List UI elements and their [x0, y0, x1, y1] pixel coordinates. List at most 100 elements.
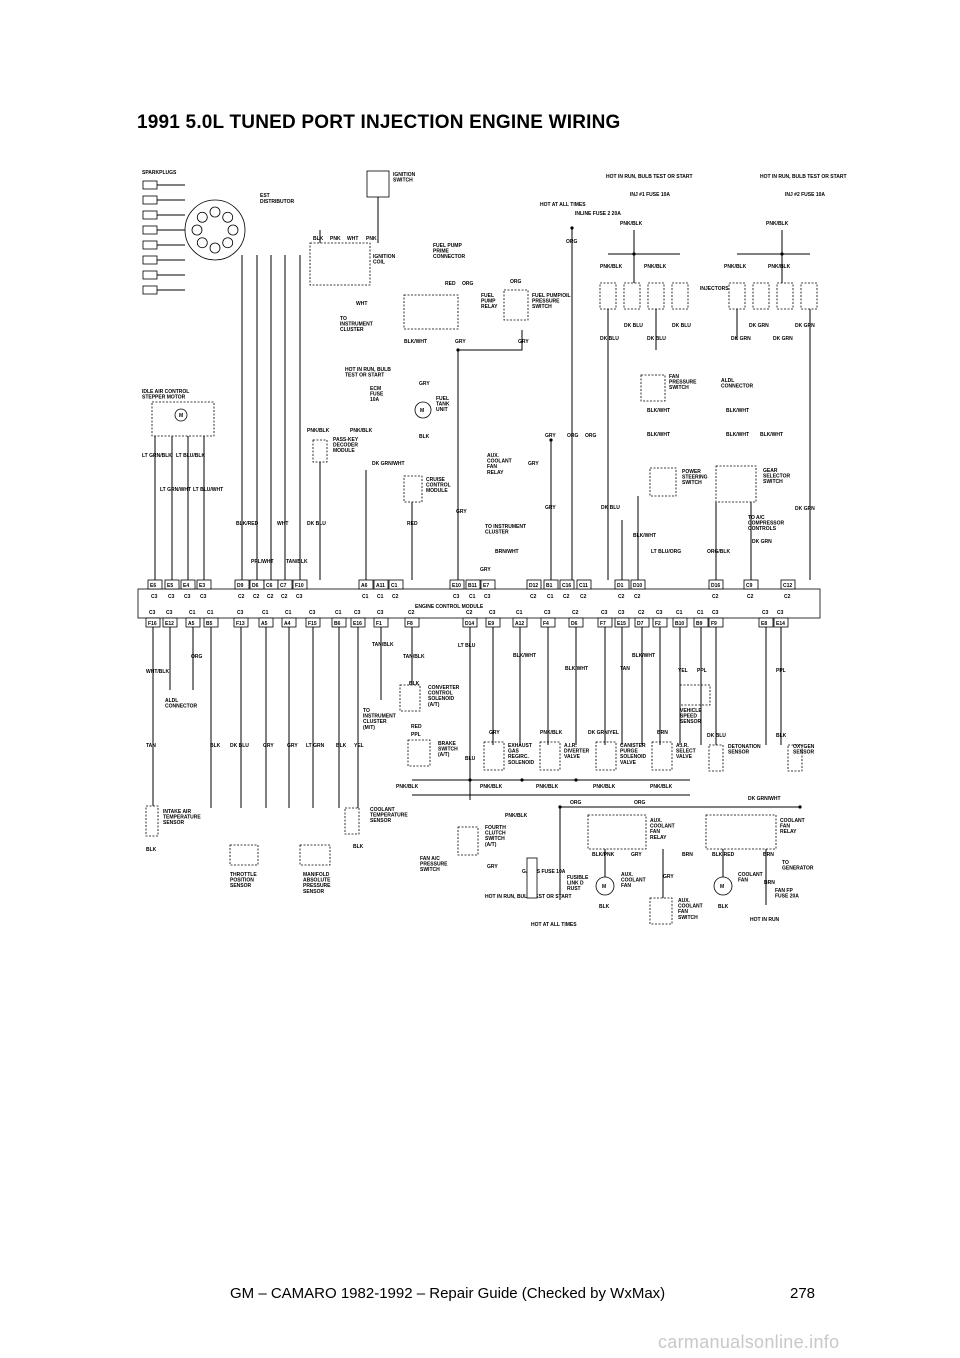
ecm-connector-type: C3: [762, 610, 769, 616]
wire-label: DK GRN/WHT: [372, 461, 405, 467]
hot-in-run-label-2: HOT IN RUN, BULB TEST OR START: [760, 174, 847, 180]
wire-label: DK GRN/WHT: [748, 796, 781, 802]
sparkplug: [142, 285, 158, 295]
ecm-connector-type: C3: [149, 610, 156, 616]
wire-label: DK GRN: [752, 539, 772, 545]
wire-label: ORG: [634, 800, 646, 806]
wire-label: PNK/BLK: [505, 813, 528, 819]
ecm-connector-type: C3: [489, 610, 496, 616]
ignition-switch: [366, 170, 390, 198]
ecm-connector-type: C2: [253, 594, 260, 600]
brake-switch: [407, 739, 431, 767]
ecm-connector-type: C3: [484, 594, 491, 600]
motor-symbol: M: [602, 884, 606, 890]
ecm-connector-type: C3: [544, 610, 551, 616]
splice-dot: [780, 252, 784, 256]
ecm-pin-label: F9: [711, 621, 717, 627]
wire-label: BLK: [718, 904, 729, 910]
ecm-pin-label: B1: [546, 583, 553, 589]
ecm-connector-type: C3: [777, 610, 784, 616]
ecm-pin-label: F16: [148, 621, 157, 627]
air-select-valve: [651, 741, 673, 771]
ecm-pin-label: E4: [183, 583, 189, 589]
hot-in-run-label-1: HOT IN RUN, BULB TEST OR START: [606, 174, 693, 180]
wire-label: BLK: [419, 434, 430, 440]
ecm-pin-label: B9: [696, 621, 703, 627]
splice-dot: [574, 778, 578, 782]
wire-label: YEL: [354, 743, 364, 749]
ecm-pin-label: F8: [407, 621, 413, 627]
ecm-connector-type: C1: [469, 594, 476, 600]
wire-label: BLK/WHT: [760, 432, 783, 438]
ecm-connector-type: C3: [237, 610, 244, 616]
ecm-pin-label: D14: [465, 621, 474, 627]
wire-label: TAN: [146, 743, 156, 749]
wire-label: GRY: [455, 339, 466, 345]
splice-dot: [570, 226, 574, 230]
ecm-connector-top: [465, 579, 481, 590]
wire-label: BLK: [313, 236, 324, 242]
injector: [776, 282, 794, 310]
wire-label: PNK/BLK: [766, 221, 789, 227]
ecm-connector-type: C2: [634, 594, 641, 600]
wire-label: BRN: [763, 852, 774, 858]
aux-coolant-fan-relay: [587, 814, 647, 850]
ecm-connector-type: C3: [453, 594, 460, 600]
ecm-pin-label: E12: [165, 621, 174, 627]
wire-label: PNK/BLK: [724, 264, 747, 270]
wire-label: LT BLU/WHT: [193, 487, 223, 493]
wire-label: PNK/BLK: [644, 264, 667, 270]
ecm-connector-type: C2: [392, 594, 399, 600]
wire-label: BLK: [336, 743, 347, 749]
wire-label: GRY: [663, 874, 674, 880]
wire-label: PNK/BLK: [396, 784, 419, 790]
wire-label: GRY: [489, 730, 500, 736]
wire-label: BLK/PNK: [592, 852, 615, 858]
ecm-connector-type: C1: [207, 610, 214, 616]
ecm-connector-type: C3: [354, 610, 361, 616]
ecm-pin-label: E16: [353, 621, 362, 627]
footer-text: GM – CAMARO 1982-1992 – Repair Guide (Ch…: [230, 1285, 666, 1302]
hot-in-run-label-5: HOT IN RUN: [750, 917, 780, 923]
distributor-terminal: [222, 237, 234, 249]
ecm-connector-type: C2: [408, 610, 415, 616]
ecm-pin-label: C6: [266, 583, 273, 589]
ecm-connector-type: C1: [676, 610, 683, 616]
wire-label: LT BLU/ORG: [651, 549, 681, 555]
sparkplug: [142, 180, 158, 190]
ecm-pin-label: A5: [188, 621, 195, 627]
ecm-connector-type: C3: [712, 610, 719, 616]
distributor-terminal: [196, 211, 208, 223]
wire-label: BLK: [409, 681, 420, 687]
wire-label: ORG: [191, 654, 203, 660]
ecm-connector-type: C1: [547, 594, 554, 600]
ecm-pin-label: B11: [468, 583, 477, 589]
ecm-pin-label: D10: [633, 583, 642, 589]
wire-label: PNK/BLK: [307, 428, 330, 434]
detonation-sensor: [708, 744, 724, 772]
ecm-connector-type: C2: [281, 594, 288, 600]
sparkplug: [142, 270, 158, 280]
wire-label: DK BLU: [307, 521, 326, 527]
wire-label: PPL: [411, 732, 421, 738]
ecm-connector-top: [480, 579, 496, 590]
ecm-connector-type: C1: [377, 594, 384, 600]
splice-dot: [549, 438, 553, 442]
ecm-connector-type: C3: [309, 610, 316, 616]
ecm-connector-type: C2: [466, 610, 473, 616]
ecm-pin-label: D16: [711, 583, 720, 589]
ecm-connector-top: [388, 579, 404, 590]
ecm-pin-label: D1: [617, 583, 624, 589]
wire-label: RED: [445, 281, 456, 287]
